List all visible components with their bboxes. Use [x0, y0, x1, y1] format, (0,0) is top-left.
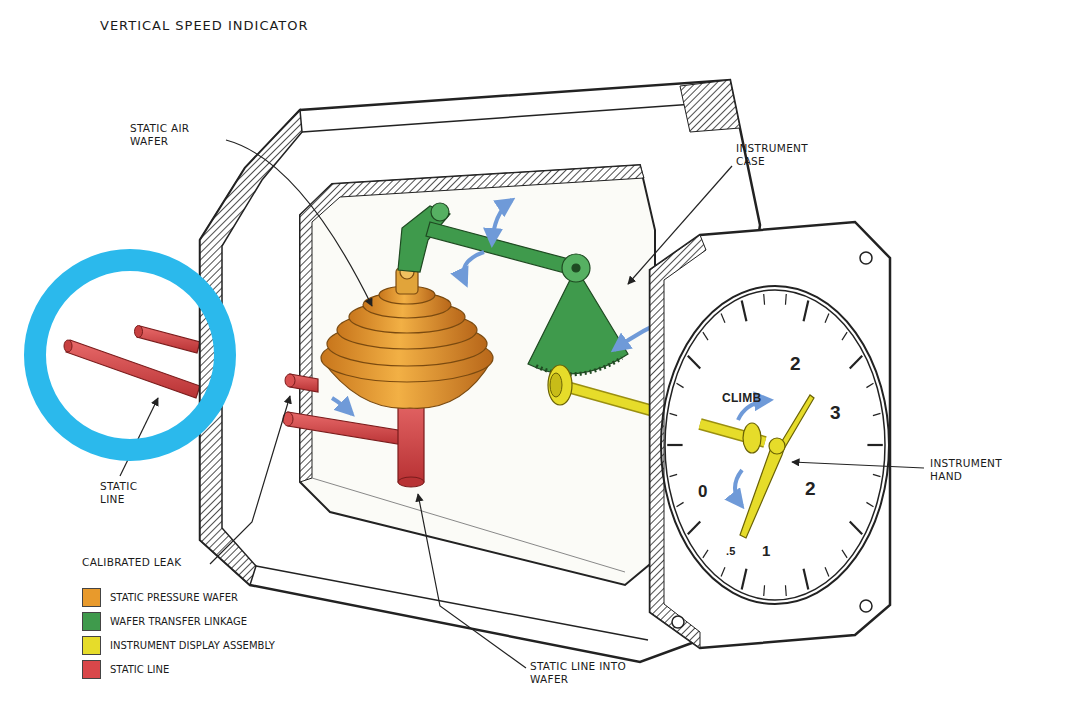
static-line-outside — [64, 326, 200, 399]
dial-tick — [850, 522, 862, 535]
legend-swatch — [82, 636, 101, 655]
legend-text: STATIC PRESSURE WAFER — [110, 592, 238, 603]
dial-tick — [721, 567, 725, 576]
dial-tick — [703, 332, 708, 340]
dial-tick — [850, 356, 862, 369]
part-label: STATIC AIR WAFER — [130, 122, 222, 147]
leader-line — [120, 140, 924, 668]
dial-tick — [842, 332, 847, 340]
cutaway-window — [300, 165, 655, 585]
motion-arrow — [735, 400, 770, 506]
part-label: INSTRUMENT CASE — [736, 142, 826, 167]
dial-number: 3 — [830, 402, 841, 425]
legend-text: STATIC LINE — [110, 664, 169, 675]
dial-tick — [688, 522, 700, 535]
legend-row: WAFER TRANSFER LINKAGE — [82, 612, 247, 631]
dial-tick — [866, 502, 873, 506]
dial-number: 2 — [790, 353, 801, 376]
motion-arrow — [332, 200, 672, 414]
dial-tick — [703, 550, 708, 558]
dial-tick — [688, 356, 700, 369]
static-air-wafer — [321, 265, 493, 408]
legend-swatch — [82, 588, 101, 607]
dial-tick — [867, 444, 882, 446]
dial-caption: CLIMB — [722, 391, 762, 405]
dial-number: 0 — [698, 482, 708, 502]
dial-tick — [785, 585, 787, 596]
part-label: STATIC LINE INTO WAFER — [530, 660, 648, 685]
dial-tick — [785, 294, 787, 305]
dial-tick — [842, 550, 847, 558]
legend-row: STATIC LINE — [82, 660, 169, 679]
dial-tick — [670, 474, 678, 476]
dial-tick — [742, 569, 747, 590]
dial-ticks — [667, 294, 883, 596]
part-label: CALIBRATED LEAK — [82, 556, 181, 569]
dial-tick — [866, 383, 873, 387]
part-label: INSTRUMENT HAND — [930, 457, 1020, 482]
front-flange — [650, 222, 890, 648]
dial-tick — [804, 569, 809, 590]
legend-text: INSTRUMENT DISPLAY ASSEMBLY — [110, 640, 275, 651]
legend-swatch — [82, 660, 101, 679]
dial-tick — [677, 383, 684, 387]
dial-tick — [677, 502, 684, 506]
dial-tick — [804, 301, 809, 322]
diagram-title: VERTICAL SPEED INDICATOR — [100, 18, 309, 34]
dial-tick — [873, 474, 881, 476]
dial-tick — [763, 585, 765, 596]
highlight-ring — [35, 260, 225, 450]
wafer-transfer-linkage — [398, 203, 628, 374]
dial-tick — [721, 313, 725, 322]
dial-tick — [670, 413, 678, 415]
dial-tick — [825, 313, 829, 322]
legend-row: INSTRUMENT DISPLAY ASSEMBLY — [82, 636, 275, 655]
dial-number: 2 — [805, 478, 816, 501]
dial-tick — [763, 294, 765, 305]
dial-number: .5 — [726, 545, 736, 558]
dial-tick — [667, 444, 682, 446]
legend-text: WAFER TRANSFER LINKAGE — [110, 616, 247, 627]
dial-number: 1 — [762, 542, 771, 560]
legend-row: STATIC PRESSURE WAFER — [82, 588, 238, 607]
dial-tick — [825, 567, 829, 576]
instrument-hand-assembly — [700, 395, 814, 538]
dial-tick — [742, 301, 747, 322]
legend-swatch — [82, 612, 101, 631]
dial-tick — [873, 413, 881, 415]
part-label: STATIC LINE — [100, 480, 162, 505]
